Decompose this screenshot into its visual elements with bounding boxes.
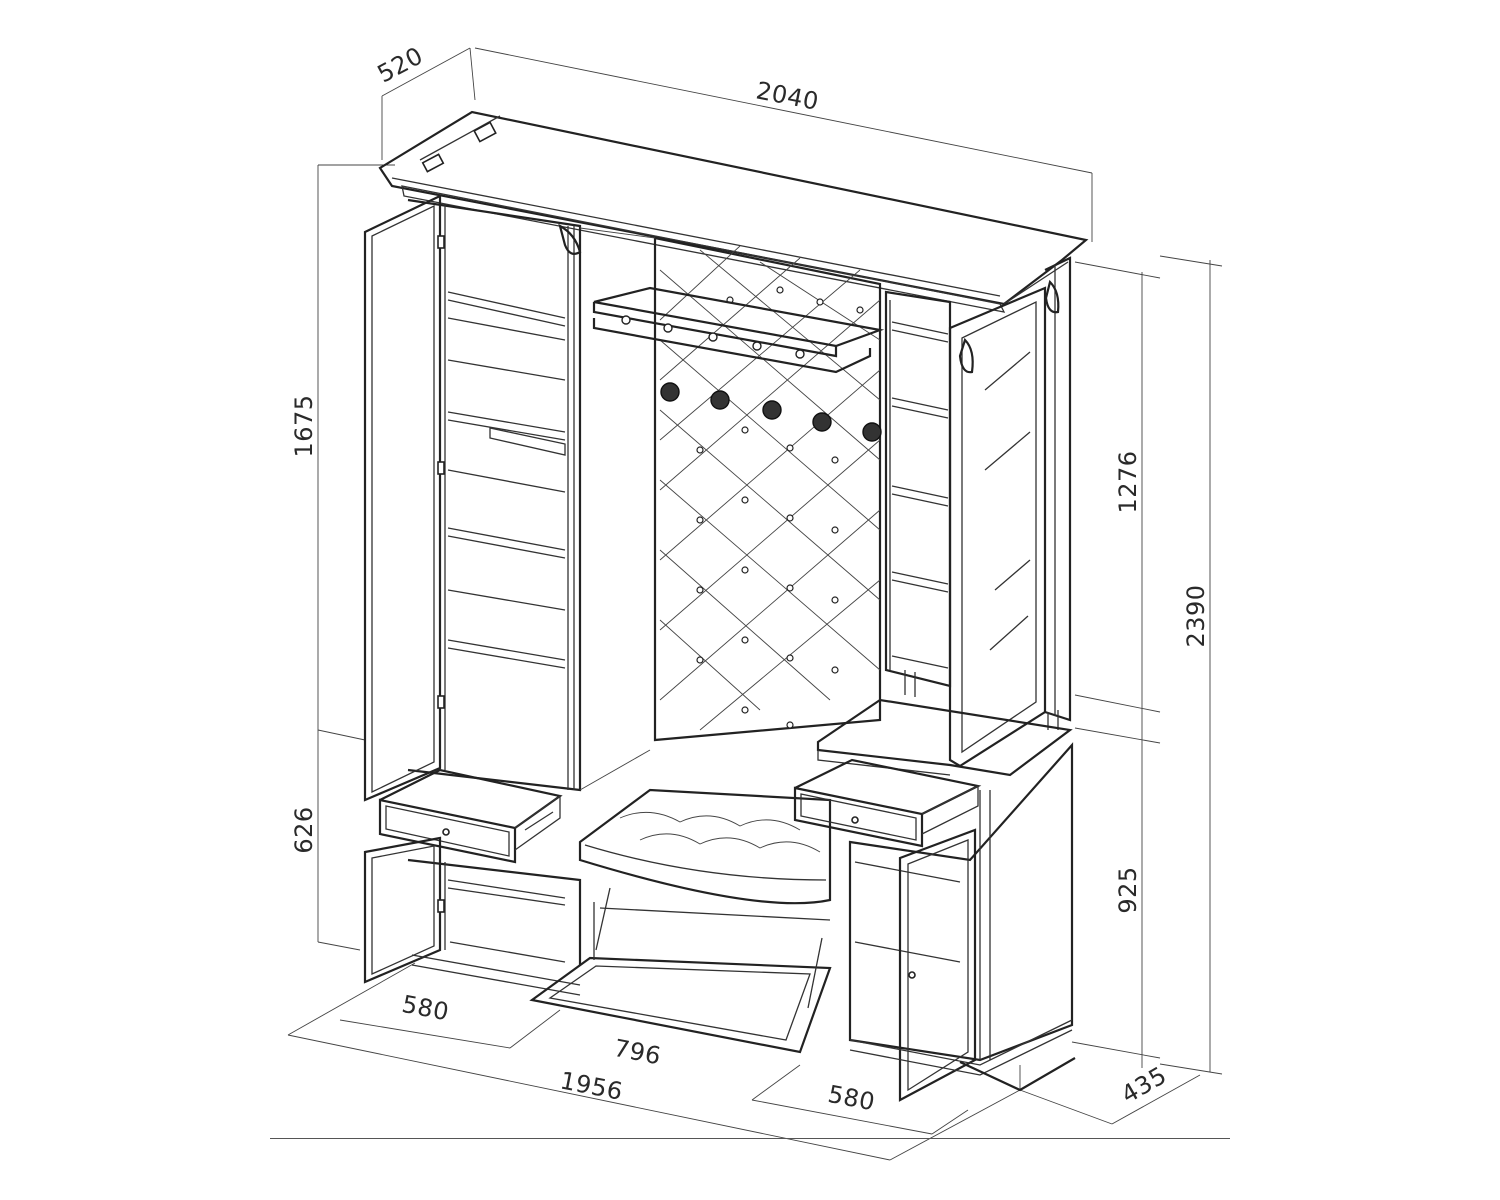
center-section [529, 236, 885, 1054]
bottom-divider [270, 1138, 1230, 1139]
shelf-pegs [621, 315, 805, 359]
dim-lower-height-left: 626 [290, 806, 318, 853]
dim-top-width: 2040 [754, 76, 821, 116]
dim-base-depth: 435 [1117, 1061, 1172, 1109]
dim-top-depth: 520 [373, 41, 428, 88]
left-cabinet [363, 194, 582, 996]
dim-bottom-left-width: 580 [400, 990, 452, 1027]
cornice [378, 110, 1089, 313]
dimension-lines [287, 47, 1223, 1161]
quilt-buttons [696, 286, 864, 729]
bench-tufts [619, 811, 821, 853]
dim-total-height: 2390 [1182, 584, 1210, 647]
right-cabinet [793, 256, 1076, 1102]
dim-upper-height-right: 1276 [1114, 450, 1142, 513]
quilted-panel [659, 245, 881, 731]
coat-hooks [660, 382, 882, 442]
dim-bottom-center-width: 796 [612, 1034, 664, 1071]
dim-bottom-total-width: 1956 [558, 1066, 625, 1106]
dim-bottom-right-width: 580 [826, 1080, 878, 1117]
dim-lower-height-right: 925 [1114, 866, 1142, 913]
dim-upper-height-left: 1675 [290, 394, 318, 457]
